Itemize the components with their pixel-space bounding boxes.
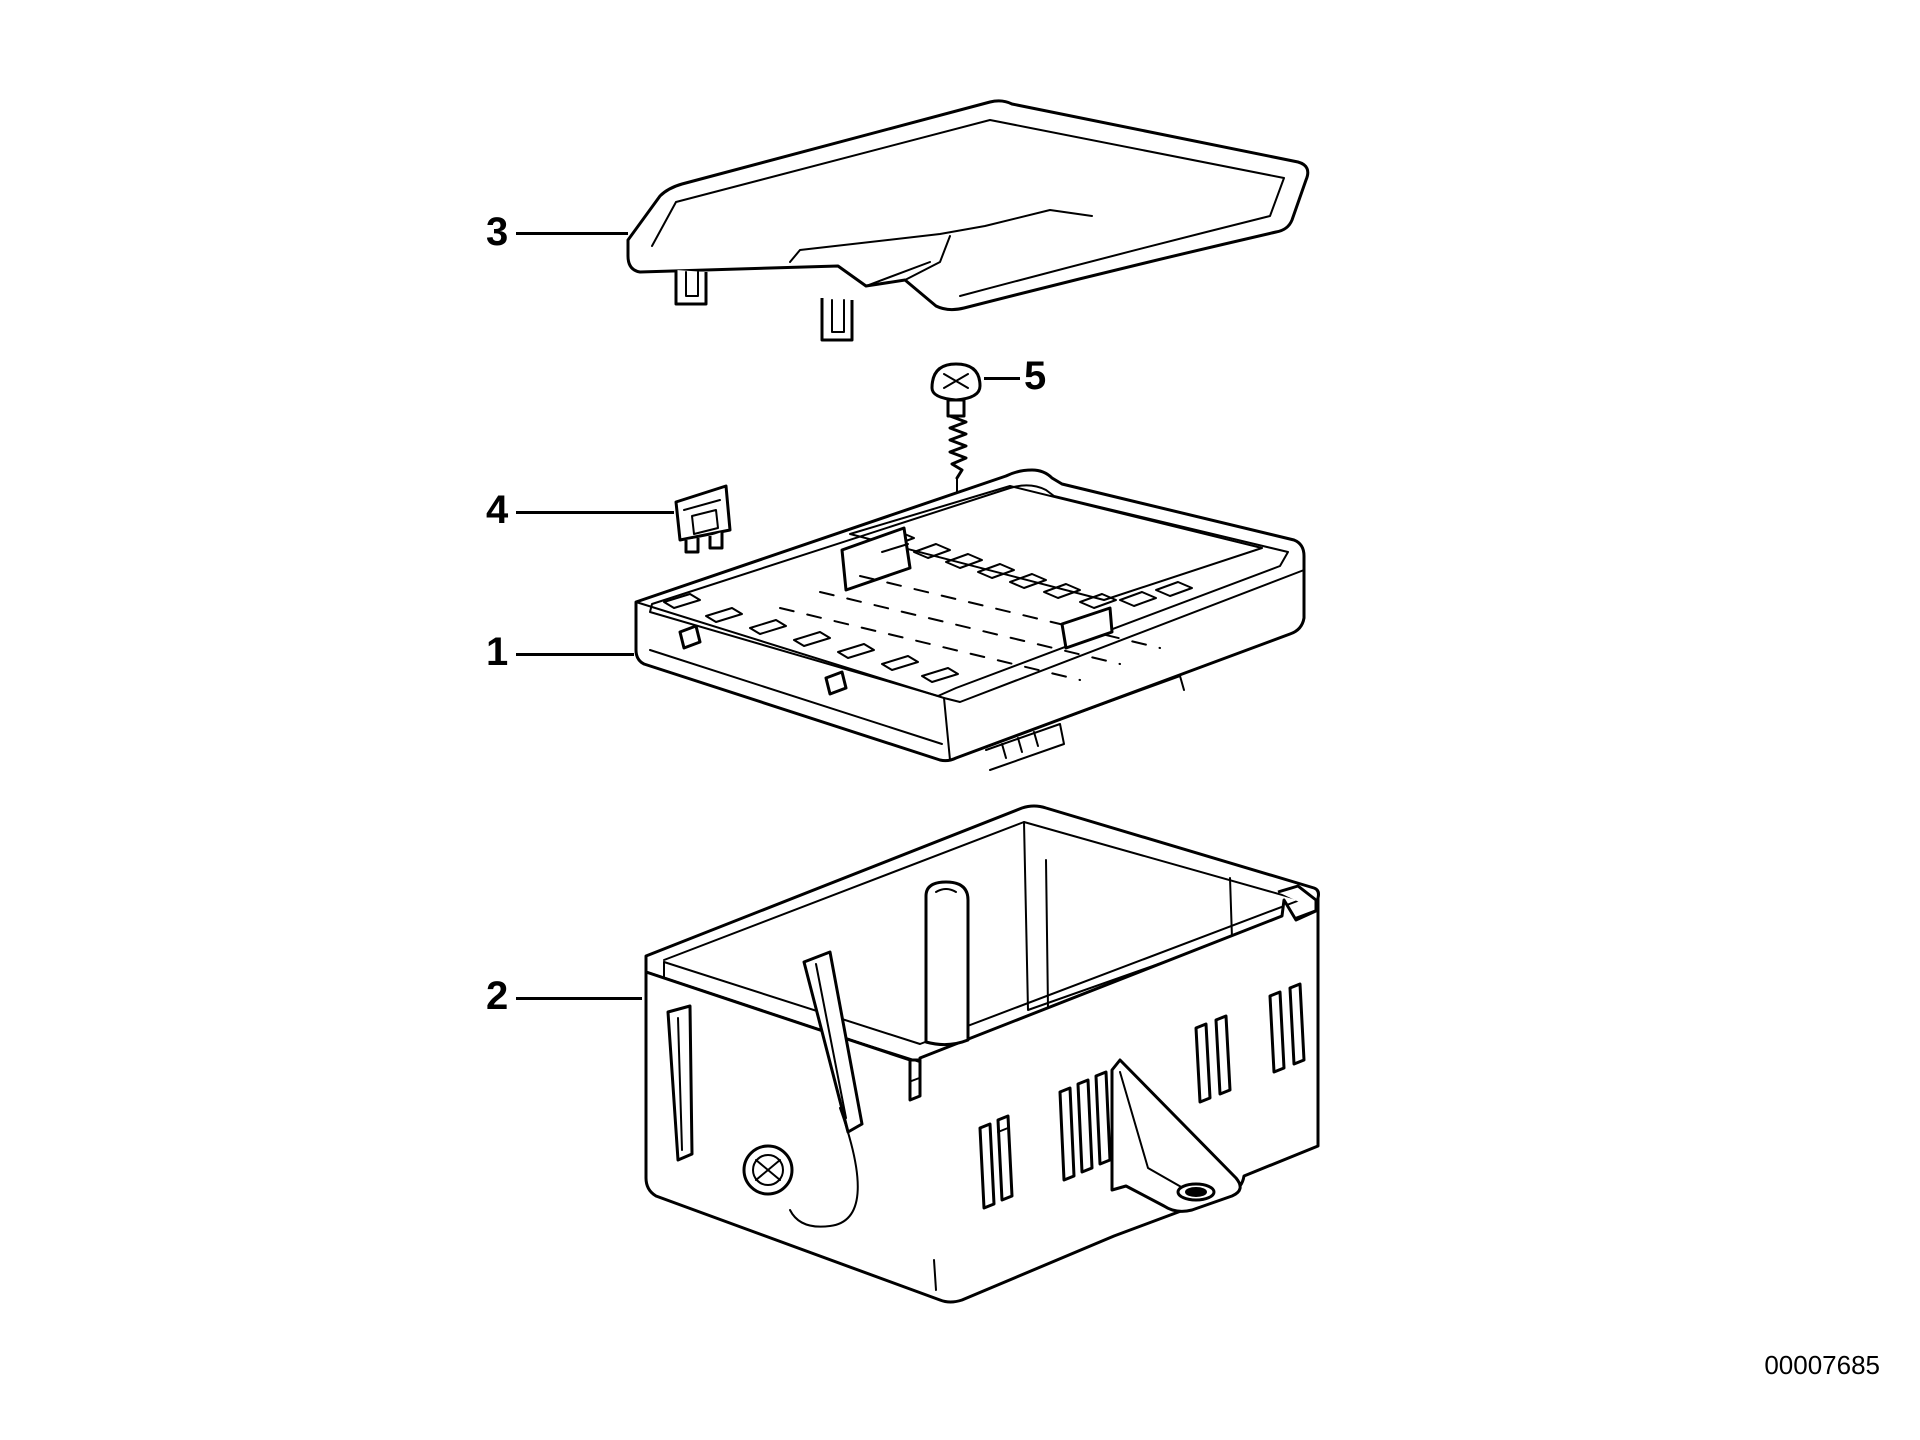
- callout-label-cover: 3: [486, 210, 509, 254]
- callout-label-housing: 2: [486, 974, 509, 1018]
- fuse-part-icon: [674, 484, 732, 554]
- fuse-carrier-part-icon: [634, 468, 1306, 771]
- callout-label-fuse-carrier: 1: [486, 630, 509, 674]
- document-number: 00007685: [1764, 1350, 1880, 1380]
- leader-line-fuse: [516, 511, 674, 514]
- cover-part-icon: [626, 99, 1310, 342]
- callout-label-screw: 5: [1024, 354, 1047, 398]
- leader-line-fuse-carrier: [516, 653, 634, 656]
- screw-part-icon: [930, 362, 982, 521]
- leader-line-cover: [516, 232, 628, 235]
- leader-line-screw: [984, 377, 1020, 380]
- callout-label-fuse: 4: [486, 488, 509, 532]
- leader-line-housing: [516, 997, 642, 1000]
- housing-part-icon: [644, 804, 1320, 1304]
